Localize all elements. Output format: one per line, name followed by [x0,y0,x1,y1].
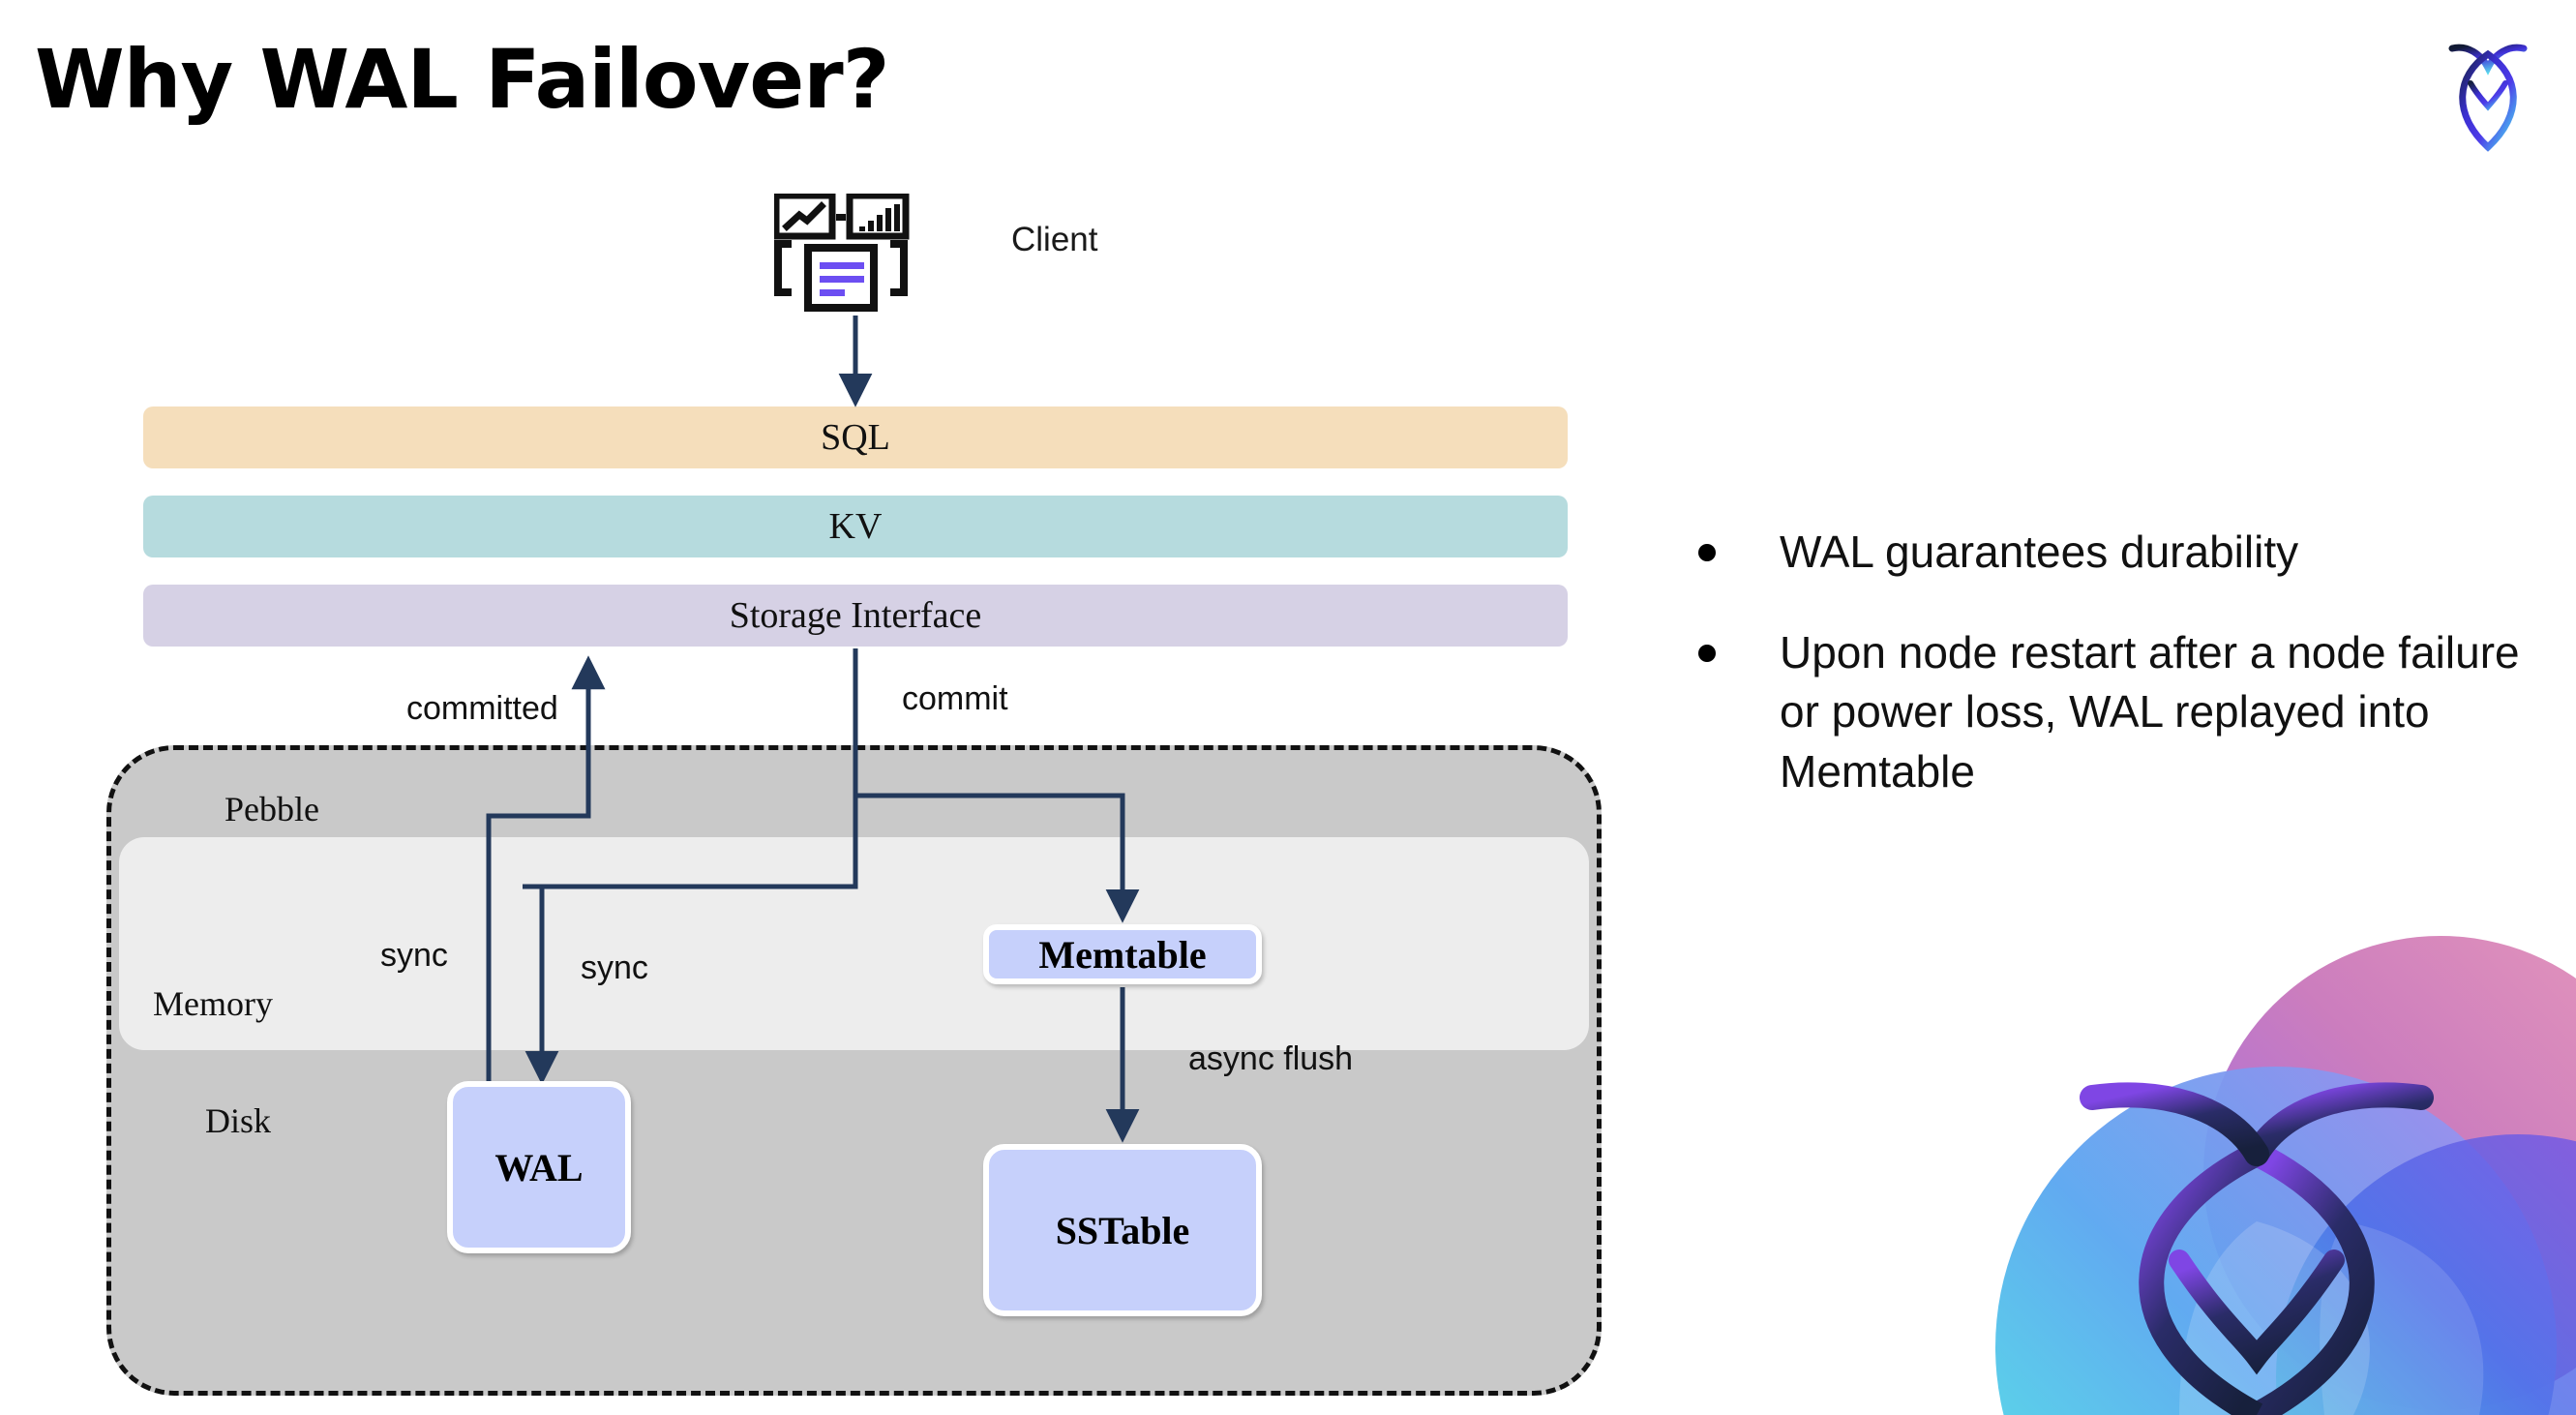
diagram-connectors [486,316,1140,1143]
layer-bar-storage-interface-label: Storage Interface [729,595,982,636]
page-title: Why WAL Failover? [35,32,889,127]
node-wal-label: WAL [494,1145,584,1189]
edge-label-async-flush: async flush [1188,1040,1354,1077]
layer-bar-kv-label: KV [828,506,883,547]
edge-label-sync-right: sync [581,949,648,986]
node-sstable: SSTable [983,1144,1262,1316]
cockroach-logo-icon [2427,25,2549,159]
client-dashboard-icon [772,192,929,319]
layer-bar-kv: KV [143,496,1568,557]
edge-label-committed: committed [406,690,558,727]
bullet-dot-icon [1698,644,1716,662]
client-label: Client [1011,221,1098,258]
node-memtable-label: Memtable [1038,932,1207,977]
disk-label: Disk [205,1101,272,1140]
bullet-list: WAL guarantees durability Upon node rest… [1698,523,2531,843]
pebble-label: Pebble [225,790,319,828]
node-sstable-label: SSTable [1055,1208,1190,1252]
bullet-text: Upon node restart after a node failure o… [1780,626,2520,797]
layer-bar-storage-interface: Storage Interface [143,585,1568,647]
list-item: Upon node restart after a node failure o… [1698,623,2531,802]
node-wal: WAL [447,1081,631,1253]
gradient-leaves-decoration-icon [1937,931,2576,1415]
list-item: WAL guarantees durability [1698,523,2531,583]
bullet-dot-icon [1698,544,1716,561]
layer-bar-sql-label: SQL [821,417,890,458]
node-memtable: Memtable [983,924,1262,984]
edge-label-commit: commit [902,680,1008,717]
layer-bar-sql: SQL [143,406,1568,468]
bullet-text: WAL guarantees durability [1780,527,2299,577]
memory-label: Memory [153,984,273,1023]
edge-label-sync-left: sync [380,937,448,974]
